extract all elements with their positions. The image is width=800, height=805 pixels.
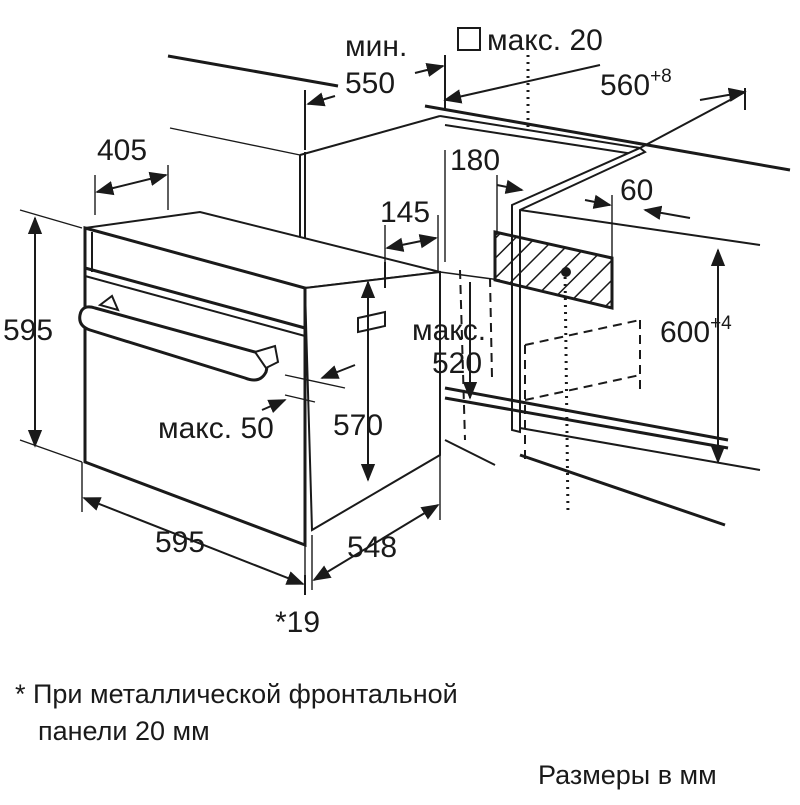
label-180: 180 xyxy=(450,144,500,177)
oven xyxy=(78,210,441,548)
label-min: мин. xyxy=(345,30,407,63)
label-star19: *19 xyxy=(275,606,320,639)
hidden-shelf-1 xyxy=(524,319,641,346)
dim-180 xyxy=(496,179,524,194)
dimension-labels: мин. 550 макс. 20 560+8 405 180 145 60 5… xyxy=(3,24,732,639)
center-dotline xyxy=(563,269,570,516)
dim-560-left xyxy=(443,64,601,104)
dim-560-right xyxy=(699,87,747,102)
plinth-line-2 xyxy=(444,396,729,450)
plinth-front-left xyxy=(444,439,496,466)
ext-405-top xyxy=(169,127,301,156)
label-max50: макс. 50 xyxy=(158,412,274,445)
cabinet-shelf-top xyxy=(519,209,761,246)
hidden-shelf-3 xyxy=(524,374,641,401)
ext-50-1 xyxy=(284,374,346,389)
dimension-lines xyxy=(19,55,747,595)
niche-top-left xyxy=(299,115,441,156)
label-405: 405 xyxy=(97,134,147,167)
ext-520-top xyxy=(439,271,501,281)
label-max20: макс. 20 xyxy=(487,24,603,57)
plinth-line-3 xyxy=(519,453,726,527)
oven-side xyxy=(303,270,441,532)
socket-point xyxy=(561,267,571,277)
footnote-line-2: панели 20 мм xyxy=(38,716,210,746)
hidden-vert-3 xyxy=(489,277,493,379)
label-548: 548 xyxy=(347,531,397,564)
dim-595-width xyxy=(82,497,305,585)
units-note: Размеры в мм xyxy=(538,760,717,790)
dim-550-left xyxy=(306,92,336,107)
dim-50-top xyxy=(320,364,356,379)
oven-handle xyxy=(78,305,269,382)
label-570: 570 xyxy=(333,409,383,442)
ext-595h-top xyxy=(19,209,83,229)
dim-550-right xyxy=(414,62,445,77)
label-595-width: 595 xyxy=(155,526,205,559)
niche-top-front-2 xyxy=(444,124,641,156)
dim-145 xyxy=(385,234,438,252)
ext-50-2 xyxy=(284,394,316,403)
niche-top-right xyxy=(639,91,746,149)
dim-60-l xyxy=(584,194,612,209)
countertop-edge-right xyxy=(424,104,791,172)
label-595-height: 595 xyxy=(3,314,53,347)
dim-60-r xyxy=(643,205,691,220)
label-145: 145 xyxy=(380,196,430,229)
label-520: 520 xyxy=(432,347,482,380)
countertop-edge-left xyxy=(167,54,339,88)
ext-595h-bot xyxy=(19,439,83,463)
socket-zone xyxy=(493,230,614,310)
label-550: 550 xyxy=(345,67,395,100)
dim-548 xyxy=(312,504,440,581)
cabinet-niche xyxy=(167,54,791,527)
notes: * При металлической фронтальной панели 2… xyxy=(15,679,717,790)
dim-405 xyxy=(95,171,168,196)
square-symbol-icon xyxy=(457,27,481,51)
cabinet-bottom-line xyxy=(519,427,761,471)
handle-mount-left xyxy=(97,294,120,312)
plinth-line-1 xyxy=(444,386,729,442)
label-600: 600+4 xyxy=(660,313,732,349)
label-560: 560+8 xyxy=(600,66,672,102)
label-60: 60 xyxy=(620,174,653,207)
oven-control-line-2 xyxy=(84,275,306,337)
niche-top-front xyxy=(439,115,641,149)
label-max-520-prefix: макс. xyxy=(412,314,486,347)
hidden-vert-2 xyxy=(459,269,466,441)
dim-50-bot xyxy=(261,399,287,414)
footnote-line-1: * При металлической фронтальной xyxy=(15,679,458,709)
oven-control-line xyxy=(84,266,306,330)
handle-mount-right xyxy=(253,344,280,370)
